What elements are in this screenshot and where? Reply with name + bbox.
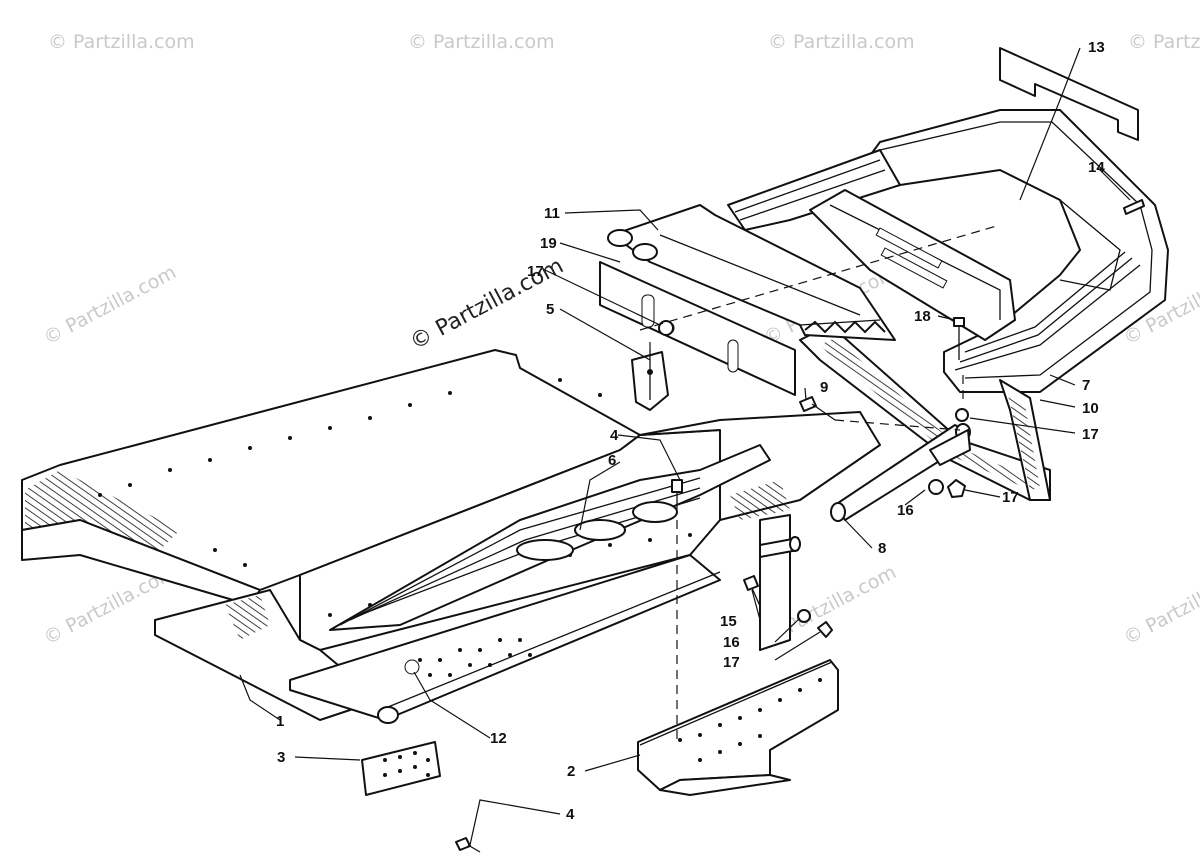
callout-17: 17 <box>527 263 544 280</box>
part-4-rivet <box>671 479 683 505</box>
callout-5: 5 <box>546 301 554 318</box>
hardware <box>455 199 1145 853</box>
watermark: © Partzilla.co <box>1128 31 1200 53</box>
callout-4: 4 <box>566 806 575 823</box>
part-4-rivet <box>455 837 481 853</box>
callout-16: 16 <box>723 634 740 651</box>
part-13-flap <box>999 47 1139 141</box>
callout-11: 11 <box>544 205 560 222</box>
callout-14: 14 <box>1088 159 1105 176</box>
callout-12: 12 <box>490 730 507 747</box>
part-11-hitch <box>607 204 896 341</box>
part-18-bolt <box>953 317 965 360</box>
part-9-bolt <box>799 396 836 421</box>
part-15-bolt <box>743 575 761 607</box>
callout-8: 8 <box>878 540 886 557</box>
watermark: © Partzilla.com <box>48 31 195 53</box>
part-3-plate <box>361 741 441 796</box>
part-17-nut <box>658 320 674 336</box>
callout-17: 17 <box>1002 489 1019 506</box>
callout-17: 17 <box>1082 426 1099 443</box>
callout-18: 18 <box>914 308 931 325</box>
part-1-tunnel <box>21 349 881 724</box>
watermark: © Partzilla.com <box>40 261 180 349</box>
callout-3: 3 <box>277 749 285 766</box>
part-16-washer <box>928 479 944 495</box>
callout-16: 16 <box>897 502 914 519</box>
watermark: © Partzilla.com <box>768 31 915 53</box>
part-17-nut <box>947 479 966 498</box>
part-2-bracket <box>637 659 839 796</box>
callout-9: 9 <box>820 379 828 396</box>
part-6-heat-exchanger <box>329 444 771 675</box>
part-8-rod <box>830 423 971 522</box>
callout-19: 19 <box>540 235 557 252</box>
part-16-washer <box>797 609 811 623</box>
leader-lines <box>239 47 1131 846</box>
part-17-nut <box>817 621 833 638</box>
callout-4: 4 <box>610 427 619 444</box>
callout-13: 13 <box>1088 39 1105 56</box>
callout-1: 1 <box>276 713 284 730</box>
callout-10: 10 <box>1082 400 1099 417</box>
callout-17: 17 <box>723 654 740 671</box>
callout-6: 6 <box>608 452 616 469</box>
part-14-screw <box>1123 199 1145 215</box>
part-17-nut <box>955 408 969 422</box>
callout-7: 7 <box>1082 377 1090 394</box>
part-5-bolt <box>631 350 669 411</box>
watermark: © Partzilla.co <box>1120 570 1200 650</box>
watermark: © Partzilla.com <box>408 31 555 53</box>
part-10-frame <box>799 189 1051 501</box>
callout-2: 2 <box>567 763 575 780</box>
callout-15: 15 <box>720 613 737 630</box>
callouts: 13 14 11 19 17 5 18 7 10 17 17 16 9 4 6 … <box>276 39 1105 823</box>
alignment-lines <box>639 224 1001 745</box>
